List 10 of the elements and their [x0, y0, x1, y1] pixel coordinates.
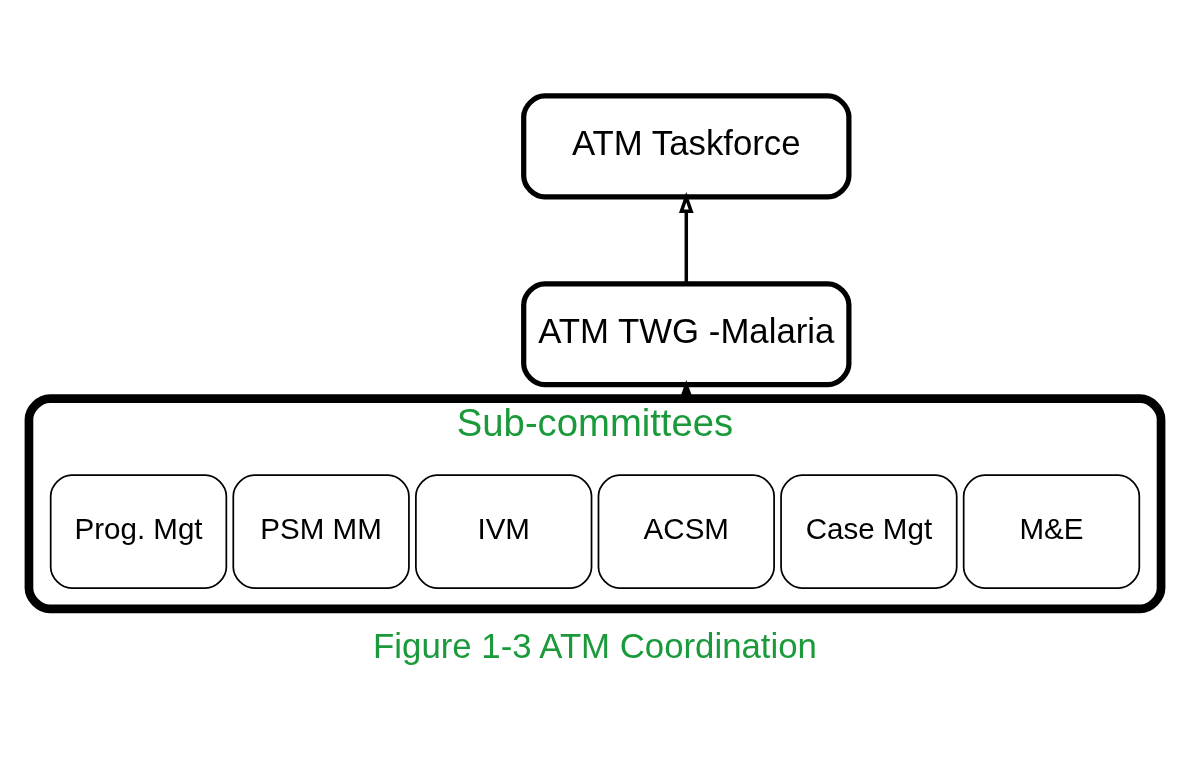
caption: Figure 1-3 ATM Coordination: [373, 626, 817, 665]
node-box: ATM Taskforce: [521, 93, 852, 200]
arrow: [678, 192, 694, 284]
node-box: IVM: [415, 474, 593, 589]
node-box: M&E: [962, 474, 1141, 589]
node-box: ATM TWG -Malaria: [521, 281, 852, 388]
node-box: PSM MM: [232, 474, 410, 589]
node-box: Case Mgt: [780, 474, 958, 589]
node-box: Prog. Mgt: [49, 474, 228, 589]
node-box: ACSM: [597, 474, 775, 589]
